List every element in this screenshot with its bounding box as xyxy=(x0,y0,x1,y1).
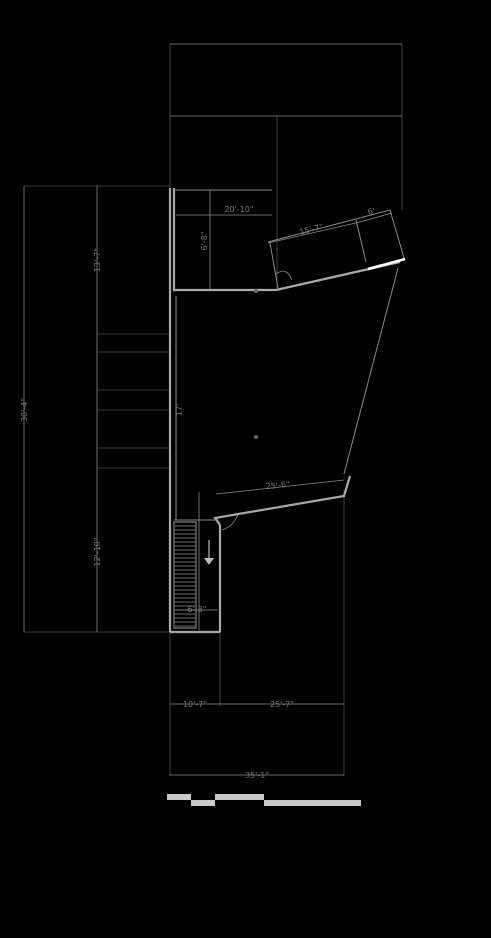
dim-room-height: 6'-8" xyxy=(200,232,209,251)
dimension-lines xyxy=(23,43,402,776)
dim-stair-width: 6'-3" xyxy=(188,605,207,614)
dim-bottom-right: 25'-7" xyxy=(270,700,294,709)
arrow-down-icon xyxy=(204,540,214,565)
dim-left-lower: 12'-10" xyxy=(93,537,102,566)
window-highlight xyxy=(367,257,406,271)
dim-angled-wall-a: 15'-7" xyxy=(299,222,325,237)
dim-bottom-left: 10'-7" xyxy=(183,700,207,709)
stair xyxy=(173,521,197,629)
dim-left-upper: 13'-7" xyxy=(93,248,102,272)
dim-angled-wall-b: 6' xyxy=(367,206,376,216)
walls xyxy=(168,188,405,634)
dot-icon xyxy=(254,435,258,439)
dim-left-overall: 30'-4" xyxy=(20,398,29,422)
scale-bar xyxy=(167,794,361,806)
dimension-labels: 20'-10" 6'-8" 15'-7" 6' 30'-4" 13'-7" 12… xyxy=(20,205,376,780)
dim-corridor: 17' xyxy=(175,404,184,416)
extension-lines xyxy=(24,44,403,776)
dim-bottom-overall: 35'-1" xyxy=(245,771,269,780)
dim-lower-angled: 25'-6" xyxy=(265,480,290,491)
dot-icon xyxy=(254,289,258,293)
dim-room-width: 20'-10" xyxy=(224,205,253,214)
